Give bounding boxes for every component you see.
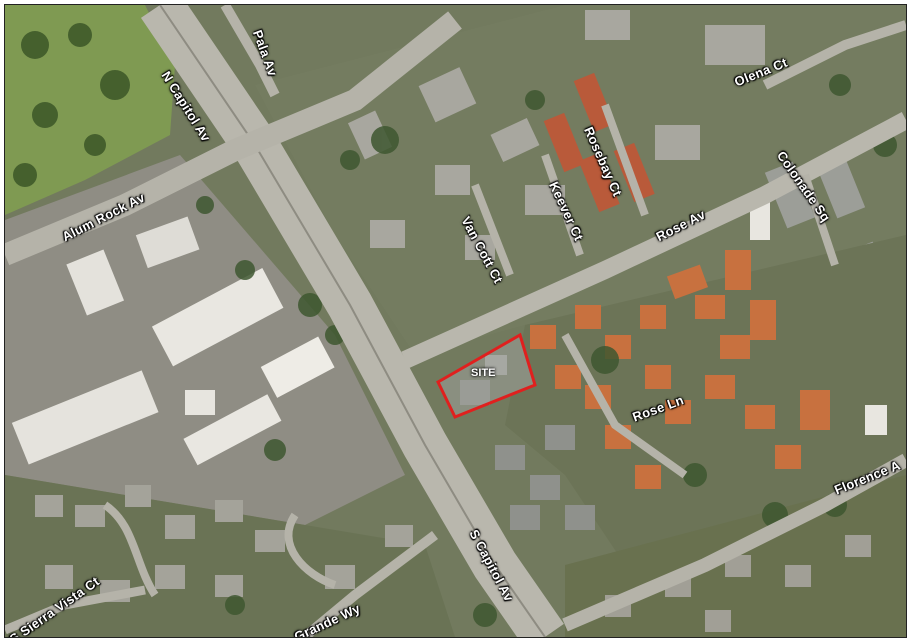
- alum-rock-av-road: [5, 11, 462, 266]
- florence-av-road: [562, 453, 906, 632]
- site-parcel: [436, 332, 537, 419]
- rose-av-road: [401, 112, 906, 369]
- aerial-map[interactable]: Pala Av N Capitol Av Alum Rock Av Van Co…: [4, 4, 907, 638]
- site-outline: [436, 332, 537, 419]
- aerial-imagery: [5, 5, 906, 637]
- site-label: SITE: [471, 367, 496, 379]
- residential-se: [505, 235, 906, 565]
- cemetery-grass: [5, 5, 175, 215]
